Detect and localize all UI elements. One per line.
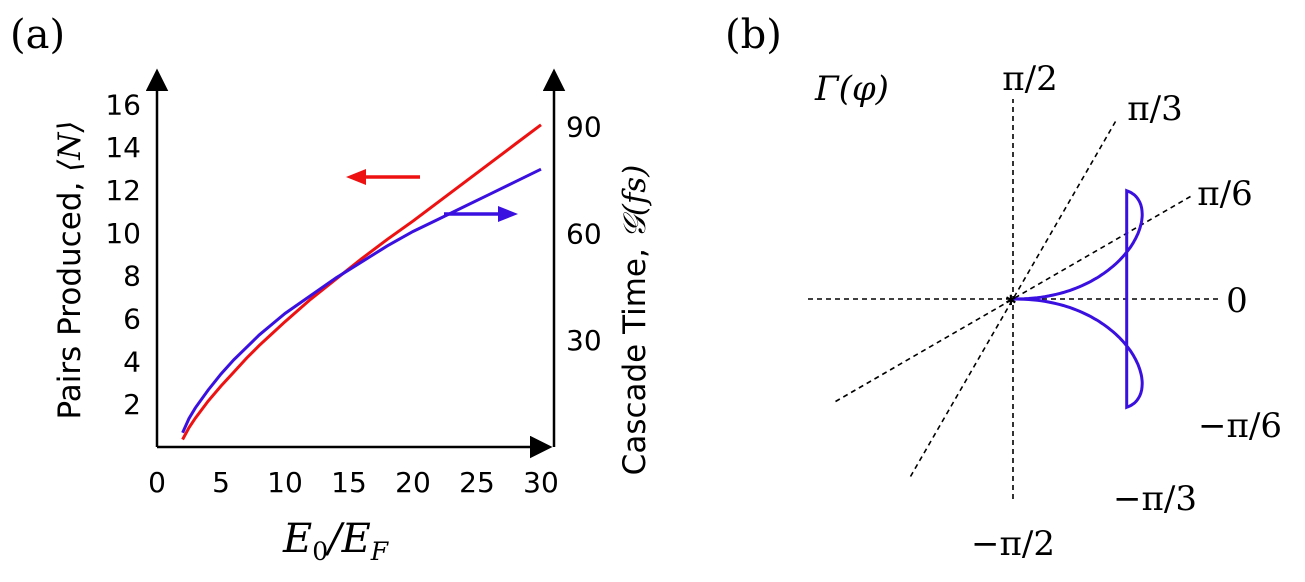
left-y-axis-label: Pairs Produced, ⟨N⟩ [52, 121, 88, 420]
x-tick-label: 5 [212, 466, 230, 499]
x-tick-label: 10 [267, 466, 303, 499]
red-series-arrow [346, 169, 420, 185]
x-axis-label: E0/EF [282, 516, 390, 566]
polar-angle-label: π/2 [1002, 59, 1057, 99]
left-y-tick-label: 16 [105, 88, 141, 121]
left-y-tick-label: 10 [105, 217, 141, 250]
polar-origin-marker: ✱ [1005, 293, 1017, 309]
series-pairs-produced-line [181, 123, 542, 441]
right-y-tick-label: 60 [566, 217, 602, 250]
panel-a-ticks: 0 5 10 15 20 25 30 2 4 6 8 10 12 14 16 30 60 90 [105, 88, 601, 499]
panel-a: (a) 0 5 10 15 20 25 30 2 4 6 8 10 12 14 16 30 60 90 Pairs… [10, 12, 653, 566]
left-y-tick-label: 8 [123, 260, 141, 293]
polar-angle-label: π/6 [1197, 174, 1252, 214]
left-y-tick-label: 6 [123, 303, 141, 336]
right-y-tick-label: 30 [566, 324, 602, 357]
left-y-tick-label: 2 [123, 388, 141, 421]
right-y-axis-label: Cascade Time, 𝒢(fs) [617, 165, 653, 476]
right-y-tick-label: 90 [566, 110, 602, 143]
polar-angle-label: π/3 [1127, 89, 1182, 129]
x-tick-label: 15 [331, 466, 367, 499]
x-tick-label: 20 [395, 466, 431, 499]
polar-angle-label: −π/6 [1198, 406, 1282, 446]
polar-angle-label: −π/3 [1113, 479, 1197, 519]
polar-angle-labels: π/2 π/3 π/6 0 −π/6−π/3 −π/2 [971, 59, 1282, 564]
blue-series-arrow [444, 206, 518, 222]
panel-b-label: (b) [725, 12, 782, 58]
x-tick-label: 30 [523, 466, 559, 499]
left-y-tick-label: 12 [105, 174, 141, 207]
x-tick-label: 25 [459, 466, 495, 499]
polar-angle-label: −π/2 [971, 524, 1055, 564]
panel-a-label: (a) [10, 12, 65, 58]
left-y-tick-label: 14 [105, 131, 141, 164]
polar-title: Γ(φ) [814, 69, 889, 109]
panel-b: (b) Γ(φ) π/2 π/3 π/6 0 −π/6−π/3 −π/2 ✱ [725, 12, 1282, 564]
series-cascade-time-line [181, 167, 542, 434]
left-y-tick-label: 4 [123, 345, 141, 378]
polar-angle-label: 0 [1226, 281, 1248, 321]
polar-emission-curve [1012, 188, 1144, 410]
x-tick-label: 0 [148, 466, 166, 499]
